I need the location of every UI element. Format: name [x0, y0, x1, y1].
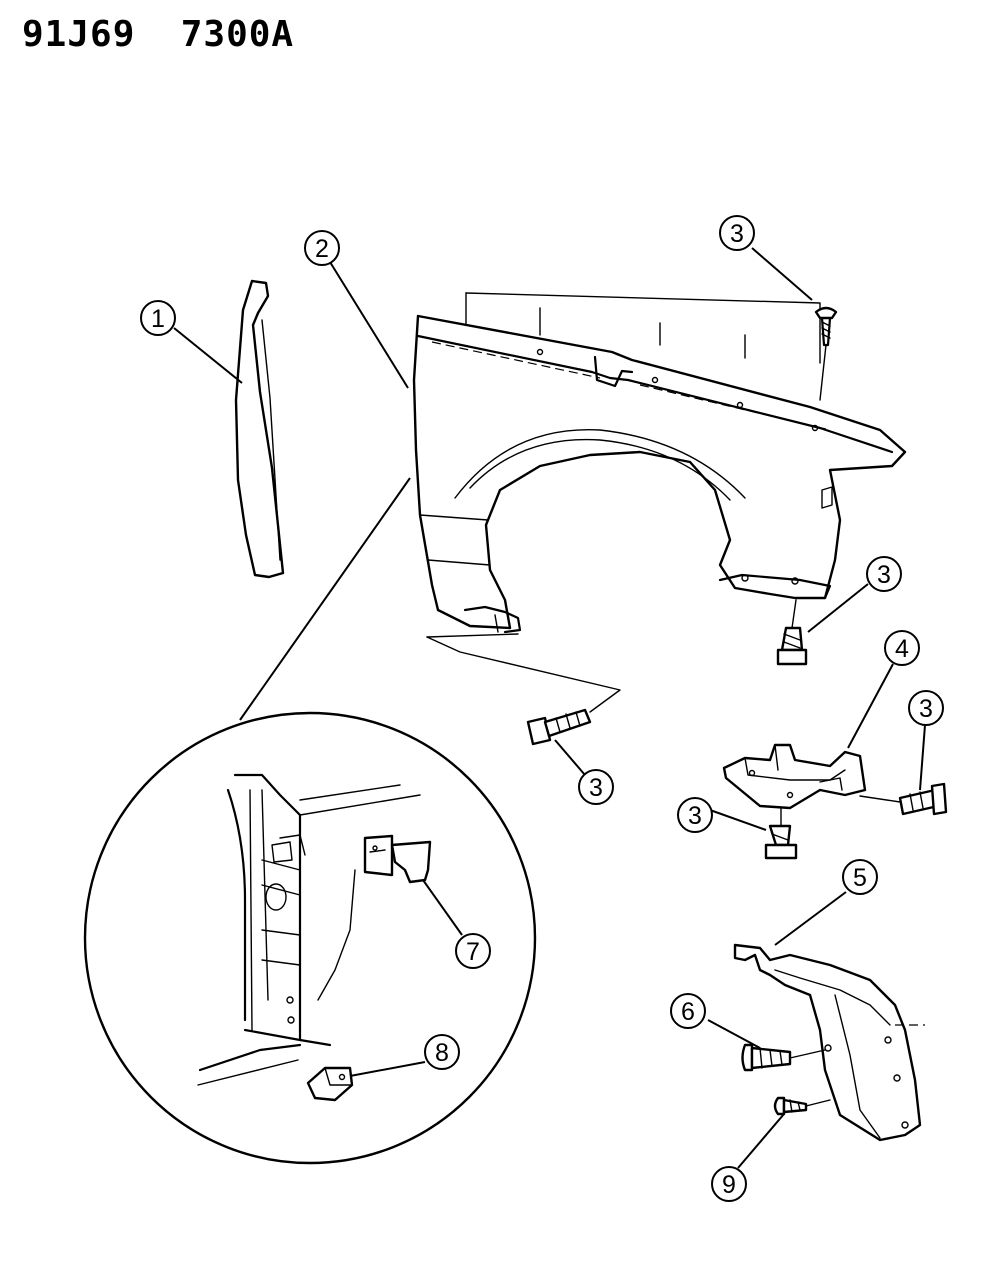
part-bracket [722, 743, 867, 810]
part-splash-shield [733, 943, 925, 1142]
screw-fender-lower [776, 599, 808, 666]
svg-text:2: 2 [315, 235, 329, 263]
callout-5: 5 [842, 859, 878, 895]
svg-text:1: 1 [151, 305, 165, 333]
callout-9: 9 [711, 1166, 747, 1202]
callout-3-bracket-side: 3 [908, 690, 944, 726]
screw-bracket-rear [526, 708, 592, 746]
screw-bracket-side [859, 782, 948, 816]
svg-text:3: 3 [688, 802, 702, 830]
svg-text:3: 3 [730, 220, 744, 248]
part-screw-6 [741, 1043, 826, 1072]
callout-3-bracket-bottom: 3 [677, 797, 713, 833]
svg-text:9: 9 [722, 1171, 736, 1199]
callout-4: 4 [884, 630, 920, 666]
svg-text:3: 3 [919, 695, 933, 723]
callout-2: 2 [304, 230, 340, 266]
detail-view [83, 477, 537, 1165]
diagram-code: 91J69 7300A [22, 14, 295, 55]
svg-text:8: 8 [435, 1039, 449, 1067]
callout-6: 6 [670, 993, 706, 1029]
svg-text:7: 7 [466, 938, 480, 966]
svg-text:6: 6 [681, 998, 695, 1026]
part-fender-seal [234, 279, 285, 579]
callout-7: 7 [455, 933, 491, 969]
svg-text:3: 3 [589, 774, 603, 802]
part-front-fender [412, 292, 907, 713]
svg-text:4: 4 [895, 635, 909, 663]
svg-text:3: 3 [877, 561, 891, 589]
callout-3-fender-lower: 3 [866, 556, 902, 592]
screw-bracket-bottom [764, 794, 798, 860]
part-screw-9 [773, 1096, 831, 1116]
callout-3-top: 3 [719, 215, 755, 251]
svg-text:5: 5 [853, 864, 867, 892]
screw-top [814, 306, 838, 401]
callout-8: 8 [424, 1034, 460, 1070]
callout-1: 1 [140, 300, 176, 336]
callout-3-bracket-rear: 3 [578, 769, 614, 805]
